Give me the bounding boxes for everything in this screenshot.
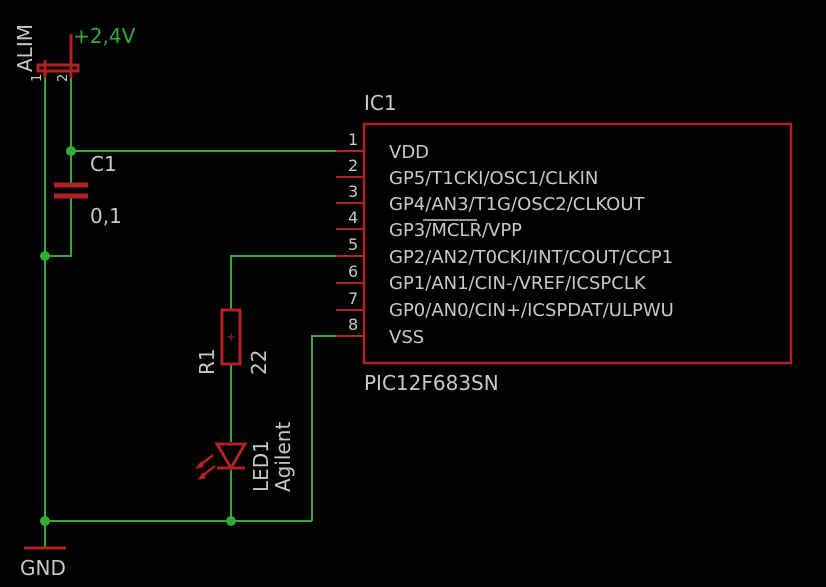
supply-symbol: +2,4V — [69, 24, 136, 52]
ic-pin-4: 4 GP3/MCLR/VPP — [336, 208, 522, 241]
pin-label: GP0/AN0/CIN+/ICSPDAT/ULPWU — [389, 300, 674, 321]
led-value: Agilent — [271, 422, 295, 492]
ground-symbol: GND — [20, 546, 66, 580]
ic-name: IC1 — [364, 91, 397, 115]
vss-net — [311, 335, 364, 521]
ic-pic12f683: IC1 PIC12F683SN 1 VDD 2 GP5/T1CKI/OSC1/C… — [336, 91, 793, 395]
wires — [44, 45, 364, 548]
pin-label: GP5/T1CKI/OSC1/CLKIN — [389, 168, 598, 189]
vdd-net — [70, 45, 364, 152]
pin-number: 4 — [348, 208, 358, 227]
junction-dot — [40, 516, 50, 526]
pin-label: GP4/AN3/T1G/OSC2/CLKOUT — [389, 194, 646, 215]
resistor-r1: + R1 22 — [195, 308, 271, 375]
led-d1: LED1 Agilent — [195, 422, 295, 492]
ic-pin-8: 8 VSS — [336, 315, 424, 348]
led-triangle — [214, 442, 248, 471]
connector-pin2-label: 2 — [56, 74, 71, 82]
pin-number: 6 — [348, 262, 358, 281]
junction-dot — [40, 251, 50, 261]
ic-pin-5: 5 GP2/AN2/T0CKI/INT/COUT/CCP1 — [336, 235, 673, 268]
pin-number: 2 — [348, 156, 358, 175]
cap-value: 0,1 — [90, 204, 122, 228]
ground-label: GND — [20, 556, 66, 580]
ic-body — [362, 122, 793, 365]
pin-label: VSS — [389, 327, 424, 348]
cap-name: C1 — [90, 152, 117, 176]
resistor-plus-mark: + — [226, 330, 236, 344]
ic-pin-1: 1 VDD — [336, 130, 429, 163]
ic-pin-6: 6 GP1/AN1/CIN-/VREF/ICSPCLK — [336, 262, 647, 294]
connector-body — [36, 63, 80, 73]
led-name: LED1 — [249, 440, 273, 492]
junctions — [40, 146, 236, 526]
supply-label: +2,4V — [73, 24, 136, 48]
led-arrowhead-2 — [197, 472, 206, 480]
capacitor-c1: C1 0,1 — [54, 152, 122, 228]
connector-alim: ALIM 1 2 — [13, 24, 80, 82]
connector-name: ALIM — [13, 24, 37, 72]
cap-bottom-wire — [45, 198, 72, 257]
ic-pin-7: 7 GP0/AN0/CIN+/ICSPDAT/ULPWU — [336, 289, 674, 321]
pin-number: 7 — [348, 289, 358, 308]
pin-label: GP2/AN2/T0CKI/INT/COUT/CCP1 — [389, 247, 673, 268]
pin-number: 1 — [348, 130, 358, 149]
ic-part: PIC12F683SN — [364, 371, 499, 395]
pin-number: 3 — [348, 182, 358, 201]
pin-label: VDD — [389, 142, 429, 163]
resistor-value: 22 — [247, 350, 271, 375]
connector-pin1-label: 1 — [30, 74, 45, 82]
junction-dot — [226, 516, 236, 526]
pin-number: 5 — [348, 235, 358, 254]
resistor-name: R1 — [195, 348, 219, 375]
ic-pin-2: 2 GP5/T1CKI/OSC1/CLKIN — [336, 156, 598, 189]
pin-label: GP3/MCLR/VPP — [389, 220, 522, 241]
led-arrowhead-1 — [195, 461, 204, 469]
junction-dot — [66, 146, 76, 156]
pin-number: 8 — [348, 315, 358, 334]
ic-pin-3: 3 GP4/AN3/T1G/OSC2/CLKOUT — [336, 182, 646, 215]
pin-label: GP1/AN1/CIN-/VREF/ICSPCLK — [389, 273, 647, 294]
gp2-net — [230, 255, 364, 310]
resistor-body — [220, 308, 242, 366]
